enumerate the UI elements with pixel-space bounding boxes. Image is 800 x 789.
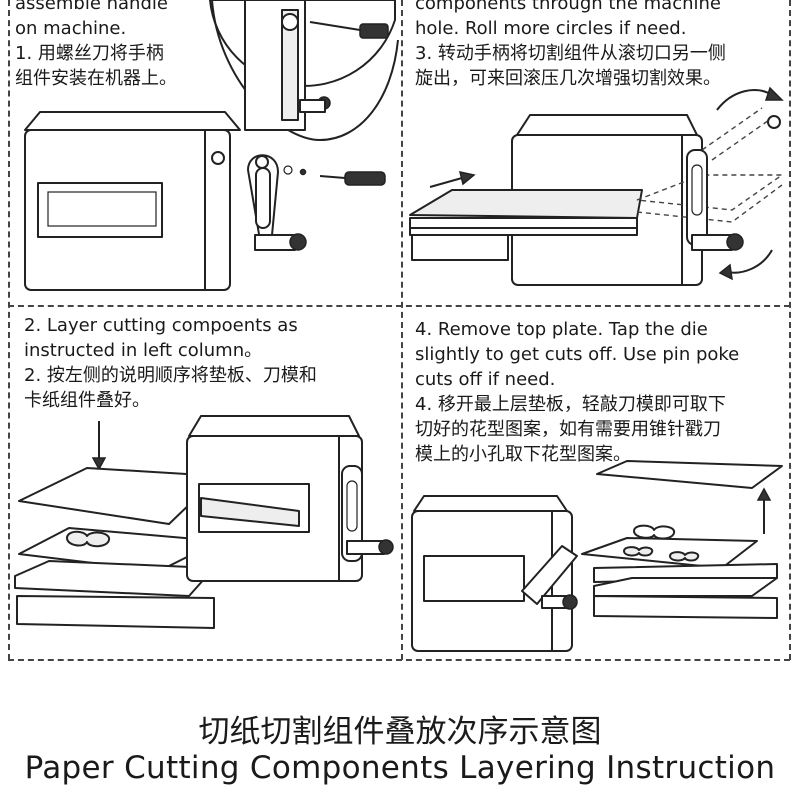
panel-3-line: hole. Roll more circles if need. xyxy=(415,18,687,39)
panel-1-line: on machine. xyxy=(15,18,127,39)
panel-2-line: instructed in left column。 xyxy=(24,340,263,361)
panel-2-line: 卡纸组件叠好。 xyxy=(24,390,150,411)
panel-4-line: 切好的花型图案，如有需要用锥针戳刀 xyxy=(415,419,721,440)
panel-3-illustration xyxy=(409,86,785,286)
panel-3-line: 旋出，可来回滚压几次增强切割效果。 xyxy=(415,68,721,89)
panel-1-line: 1. 用螺丝刀将手柄 xyxy=(15,43,164,64)
panel-4-illustration xyxy=(411,460,783,652)
up-arrow xyxy=(756,487,772,534)
panel-1-line: assemble handle xyxy=(15,0,168,14)
cardstock-layer xyxy=(14,560,215,597)
panel-4-line: 模上的小孔取下花型图案。 xyxy=(415,444,631,465)
removed-plate xyxy=(596,460,783,489)
crank-handle xyxy=(521,545,578,610)
dashed-plate-exit xyxy=(636,107,785,223)
grid-line-middle xyxy=(401,0,403,660)
cutting-machine xyxy=(24,111,241,291)
screwdriver xyxy=(283,165,386,186)
panel-1-line: 组件安装在机器上。 xyxy=(15,68,177,89)
down-arrow xyxy=(91,421,107,471)
base-plate xyxy=(16,595,215,629)
panel-2-line: 2. Layer cutting compoents as xyxy=(24,315,298,336)
footer-title-english: Paper Cutting Components Layering Instru… xyxy=(24,750,776,786)
panel-4-line: cuts off if need. xyxy=(415,369,556,390)
footer-title-chinese: 切纸切割组件叠放次序示意图 xyxy=(198,714,602,750)
cutting-machine xyxy=(186,415,363,582)
grid-line-left xyxy=(8,0,10,660)
grid-line-right xyxy=(789,0,791,660)
panel-1-text: assemble handle on machine. 1. 用螺丝刀将手柄 组… xyxy=(15,0,177,91)
panel-4-line: slightly to get cuts off. Use pin poke xyxy=(415,344,740,365)
crank-handle xyxy=(686,149,744,251)
grid-line-bottom xyxy=(8,659,790,661)
magnifier-inset xyxy=(209,0,399,141)
layer-stack xyxy=(14,467,220,629)
crank-handle xyxy=(247,154,307,251)
panel-3-text: components through the machine hole. Rol… xyxy=(415,0,726,91)
crank-handle xyxy=(341,465,394,562)
panel-4-line: 4. 移开最上层垫板，轻敲刀模即可取下 xyxy=(415,394,726,415)
bottom-stack xyxy=(593,563,778,619)
panel-1-illustration xyxy=(24,0,399,291)
panel-2-text: 2. Layer cutting compoents as instructed… xyxy=(24,313,317,413)
grid-line-center xyxy=(8,305,790,307)
panel-2-illustration xyxy=(14,415,394,629)
rotation-arrows xyxy=(716,86,784,281)
panel-2-line: 2. 按左侧的说明顺序将垫板、刀模和 xyxy=(24,365,317,386)
die-with-flowers xyxy=(581,524,758,569)
feed-arrow xyxy=(429,171,476,188)
panel-4-line: 4. Remove top plate. Tap the die xyxy=(415,319,708,340)
cutting-machine xyxy=(411,495,573,652)
panel-3-line: 3. 转动手柄将切割组件从滚切口另一侧 xyxy=(415,43,726,64)
panel-3-line: components through the machine xyxy=(415,0,721,14)
panel-4-text: 4. Remove top plate. Tap the die slightl… xyxy=(415,317,739,467)
plate-stack xyxy=(409,189,643,261)
